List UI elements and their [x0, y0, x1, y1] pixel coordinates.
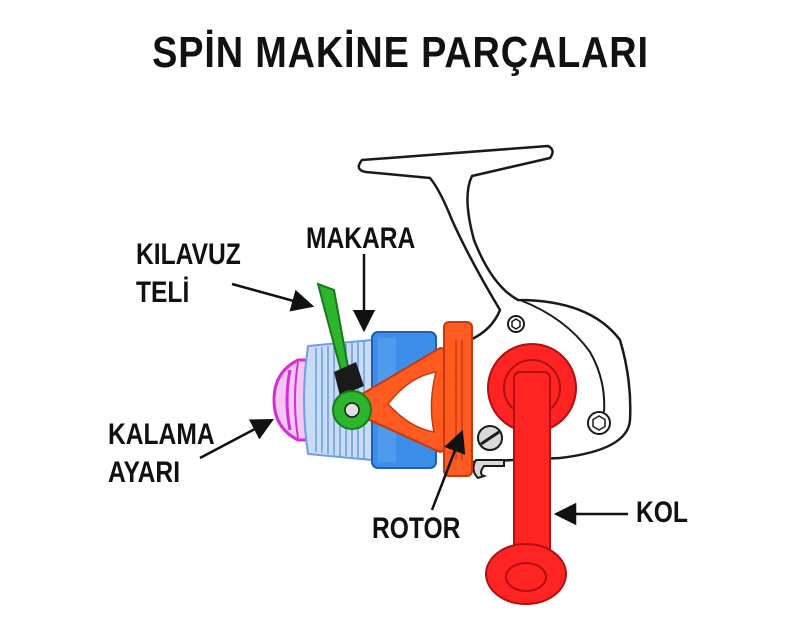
label-drag-line2: AYARI — [108, 456, 181, 489]
screw-icon — [477, 315, 611, 451]
label-handle: KOL — [636, 496, 688, 529]
anti-reverse-lever — [472, 459, 505, 480]
bail-arm — [316, 282, 372, 430]
handle — [485, 343, 577, 605]
label-guide-wire-line1: KILAVUZ — [136, 238, 241, 271]
arrow-drag — [199, 418, 274, 460]
pointer-arrows — [199, 254, 628, 526]
page-title: SPİN MAKİNE PARÇALARI — [152, 28, 649, 77]
label-spool: MAKARA — [306, 222, 416, 255]
label-guide-wire-line2: TELİ — [136, 276, 190, 309]
arrow-rotor — [430, 429, 466, 511]
drag-knob — [272, 358, 314, 442]
label-drag-line1: KALAMA — [108, 418, 215, 451]
arrow-guide-wire — [231, 282, 315, 312]
label-rotor: ROTOR — [372, 512, 461, 545]
